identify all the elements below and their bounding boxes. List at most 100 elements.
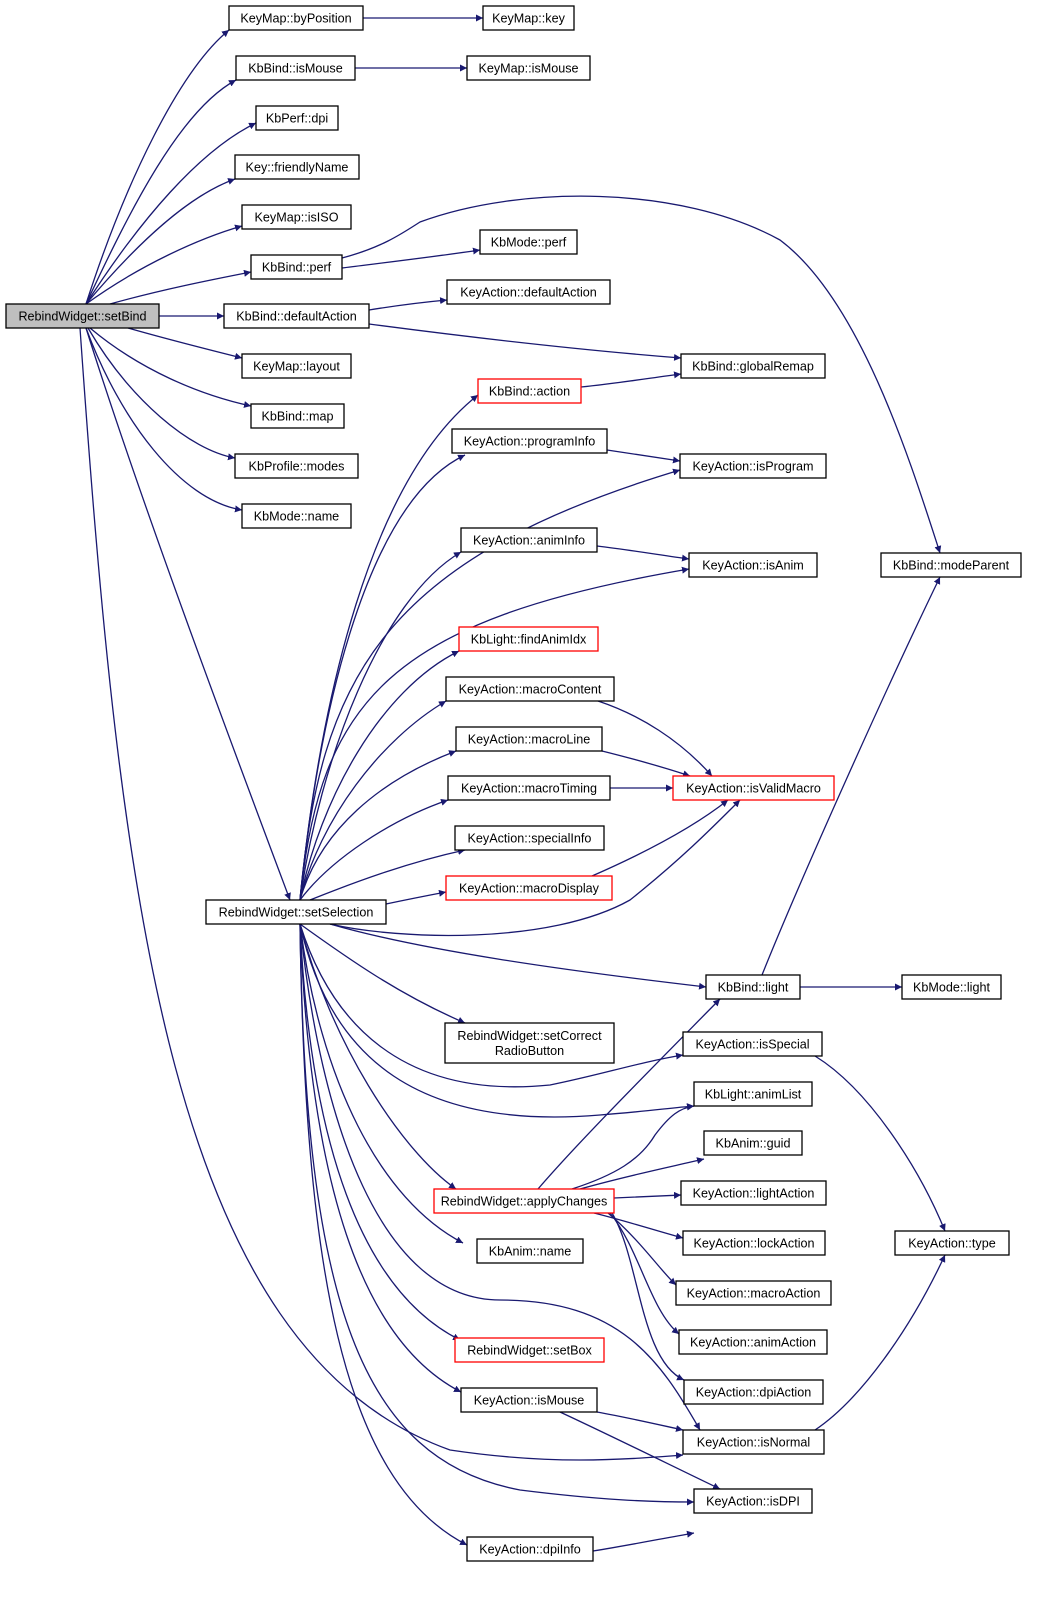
node-kaIsMouse[interactable]: KeyAction::isMouse [460, 1387, 598, 1413]
node-macroLine[interactable]: KeyAction::macroLine [455, 726, 603, 752]
node-modeParent[interactable]: KbBind::modeParent [880, 552, 1022, 578]
node-label: KbLight::findAnimIdx [471, 633, 587, 647]
node-setBox[interactable]: RebindWidget::setBox [454, 1337, 605, 1363]
node-friendlyName[interactable]: Key::friendlyName [234, 154, 360, 180]
edge-setBind-to-layout [127, 327, 243, 360]
node-modeLight[interactable]: KbMode::light [901, 974, 1002, 1000]
node-label: KbAnim::name [489, 1245, 572, 1259]
node-label: RebindWidget::setSelection [219, 906, 374, 920]
node-dpiAction[interactable]: KeyAction::dpiAction [683, 1379, 824, 1405]
node-isAnim[interactable]: KeyAction::isAnim [688, 552, 818, 578]
edge-bindLight-to-modeParent [761, 576, 941, 976]
node-label: KeyAction::macroLine [468, 733, 591, 747]
node-animAction[interactable]: KeyAction::animAction [678, 1329, 828, 1355]
edge-setSelection-to-specialInfo [309, 848, 466, 901]
node-macroContent[interactable]: KeyAction::macroContent [445, 676, 615, 702]
node-specialInfo[interactable]: KeyAction::specialInfo [454, 825, 605, 851]
node-setBind[interactable]: RebindWidget::setBind [5, 303, 160, 329]
edge-setBind-to-dpi [85, 122, 257, 305]
node-label: KeyAction::isNormal [697, 1436, 810, 1450]
node-mapIsMouse[interactable]: KeyMap::isMouse [466, 55, 591, 81]
edge-applyChanges-to-lockAction [593, 1212, 684, 1240]
node-key[interactable]: KeyMap::key [482, 5, 575, 31]
node-macroTiming[interactable]: KeyAction::macroTiming [447, 775, 611, 801]
node-bindPerf[interactable]: KbBind::perf [250, 254, 343, 280]
edge-setSelection-to-findAnimIdx [299, 650, 460, 901]
node-label: KeyAction::programInfo [464, 435, 596, 449]
node-programInfo[interactable]: KeyAction::programInfo [451, 428, 608, 454]
node-dpiInfo[interactable]: KeyAction::dpiInfo [466, 1536, 594, 1562]
node-guid[interactable]: KbAnim::guid [703, 1130, 803, 1156]
node-action[interactable]: KbBind::action [477, 378, 582, 404]
node-label: KeyAction::lockAction [693, 1237, 814, 1251]
node-defaultAction[interactable]: KbBind::defaultAction [223, 303, 370, 329]
node-label: RebindWidget::setBind [18, 310, 146, 324]
node-isNormal[interactable]: KeyAction::isNormal [682, 1429, 825, 1455]
node-label: KeyAction::isSpecial [695, 1038, 809, 1052]
node-kaDefaultAction[interactable]: KeyAction::defaultAction [446, 279, 611, 305]
node-applyChanges[interactable]: RebindWidget::applyChanges [433, 1188, 615, 1214]
node-isValidMacro[interactable]: KeyAction::isValidMacro [672, 775, 835, 801]
node-modes[interactable]: KbProfile::modes [234, 453, 359, 479]
node-label: KeyAction::specialInfo [468, 832, 592, 846]
edge-action-to-globalRemap [580, 371, 682, 388]
node-findAnimIdx[interactable]: KbLight::findAnimIdx [458, 626, 599, 652]
node-label: KeyAction::dpiInfo [479, 1543, 581, 1557]
node-kbIsMouse[interactable]: KbBind::isMouse [235, 55, 356, 81]
node-modePerf[interactable]: KbMode::perf [479, 229, 578, 255]
node-label: KeyAction::macroTiming [461, 782, 597, 796]
node-label: KeyAction::isAnim [702, 559, 804, 573]
node-lockAction[interactable]: KeyAction::lockAction [682, 1230, 826, 1256]
edge-defaultAction-to-globalRemap [368, 323, 682, 361]
edge-programInfo-to-isProgram [606, 449, 681, 464]
node-macroDisplay[interactable]: KeyAction::macroDisplay [445, 875, 613, 901]
node-type[interactable]: KeyAction::type [894, 1230, 1010, 1256]
node-label: KeyAction::animInfo [473, 534, 585, 548]
node-globalRemap[interactable]: KbBind::globalRemap [680, 353, 826, 379]
edge-setBind-to-setSelection [85, 327, 291, 901]
edge-dpiInfo-to-isDPI [592, 1530, 695, 1552]
edge-setSelection-to-isSpecial [299, 923, 684, 1088]
node-label: KbBind::globalRemap [692, 360, 814, 374]
node-isISO[interactable]: KeyMap::isISO [241, 204, 352, 230]
node-dpi[interactable]: KbPerf::dpi [255, 105, 339, 131]
node-isDPI[interactable]: KeyAction::isDPI [693, 1488, 813, 1514]
node-lightAction[interactable]: KeyAction::lightAction [680, 1180, 827, 1206]
node-label: KbMode::name [254, 510, 339, 524]
node-label: KeyAction::defaultAction [460, 286, 597, 300]
edge-setSelection-to-isAnim [299, 566, 690, 901]
node-bindLight[interactable]: KbBind::light [705, 974, 801, 1000]
node-layout[interactable]: KeyMap::layout [241, 353, 352, 379]
node-label: KeyMap::key [492, 12, 565, 26]
node-label: KeyMap::byPosition [240, 12, 351, 26]
edge-bindPerf-to-modePerf [341, 247, 481, 269]
node-macroAction[interactable]: KeyAction::macroAction [675, 1280, 832, 1306]
node-byPosition[interactable]: KeyMap::byPosition [228, 5, 364, 31]
node-label: KeyAction::type [908, 1237, 996, 1251]
edge-animInfo-to-isAnim [596, 545, 690, 562]
edge-isSpecial-to-type [814, 1055, 946, 1232]
node-animName[interactable]: KbAnim::name [476, 1238, 584, 1264]
edge-defaultAction-to-kaDefaultAction [368, 297, 448, 311]
node-label: KbBind::modeParent [893, 559, 1010, 573]
edge-setSelection-to-isDPI [299, 923, 695, 1506]
node-label: KbBind::isMouse [248, 62, 343, 76]
node-animList[interactable]: KbLight::animList [693, 1081, 813, 1107]
node-modeName[interactable]: KbMode::name [241, 503, 352, 529]
node-bindMap[interactable]: KbBind::map [250, 403, 345, 429]
node-animInfo[interactable]: KeyAction::animInfo [460, 527, 598, 553]
node-label: KeyAction::macroAction [687, 1287, 821, 1301]
node-label: KbBind::action [489, 385, 570, 399]
node-label: KeyAction::isMouse [474, 1394, 585, 1408]
edge-isNormal-to-type [814, 1254, 946, 1431]
edge-applyChanges-to-bindLight [537, 998, 721, 1190]
node-label: KbPerf::dpi [266, 112, 328, 126]
node-setSelection[interactable]: RebindWidget::setSelection [205, 899, 387, 925]
node-label: KeyAction::animAction [690, 1336, 816, 1350]
node-isProgram[interactable]: KeyAction::isProgram [679, 453, 827, 479]
edge-kaIsMouse-to-isDPI [559, 1411, 721, 1490]
node-isSpecial[interactable]: KeyAction::isSpecial [682, 1031, 823, 1057]
edge-applyChanges-to-animList [571, 1103, 695, 1190]
